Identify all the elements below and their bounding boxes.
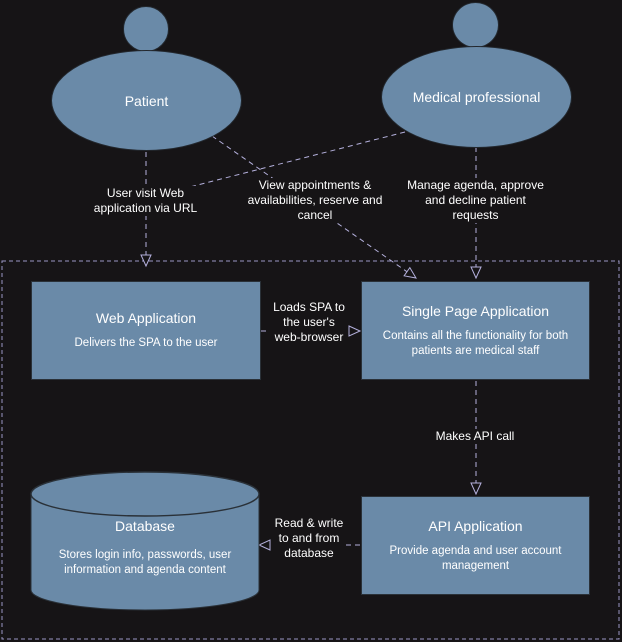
edge-medical-to-left: [177, 131, 406, 191]
database-content[interactable]: Database Stores login info, passwords, u…: [40, 518, 250, 578]
api-application-desc: Provide agenda and user account manageme…: [389, 544, 562, 572]
edge-patient-to-spa: [211, 135, 417, 279]
database-desc: Stores login info, passwords, user infor…: [58, 549, 232, 576]
web-application-desc: Delivers the SPA to the user: [74, 337, 218, 349]
medical-actor[interactable]: Medical professional: [381, 46, 572, 148]
web-application-box[interactable]: Web Application Delivers the SPA to the …: [31, 281, 261, 380]
label-user-visit: User visit Web application via URL: [88, 186, 203, 216]
medical-head: [452, 2, 499, 48]
label-loads-spa: Loads SPA to the user's web-browser: [270, 300, 348, 345]
database-cylinder: [30, 471, 260, 611]
label-manage-agenda: Manage agenda, approve and decline patie…: [403, 178, 548, 223]
spa-desc: Contains all the functionality for both …: [382, 329, 569, 357]
label-read-write: Read & write to and from database: [273, 516, 345, 561]
spa-title: Single Page Application: [401, 302, 550, 319]
label-makes-api: Makes API call: [426, 429, 524, 444]
api-application-box[interactable]: API Application Provide agenda and user …: [361, 496, 590, 595]
label-view-appointments: View appointments & availabilities, rese…: [244, 178, 386, 223]
patient-actor[interactable]: Patient: [51, 50, 242, 151]
patient-label: Patient: [124, 92, 169, 109]
system-boundary: [1, 260, 620, 640]
web-application-title: Web Application: [95, 310, 197, 326]
patient-head: [123, 6, 169, 52]
spa-box[interactable]: Single Page Application Contains all the…: [361, 281, 590, 380]
database-title: Database: [115, 518, 175, 534]
api-application-title: API Application: [428, 517, 523, 534]
medical-label: Medical professional: [412, 89, 541, 105]
